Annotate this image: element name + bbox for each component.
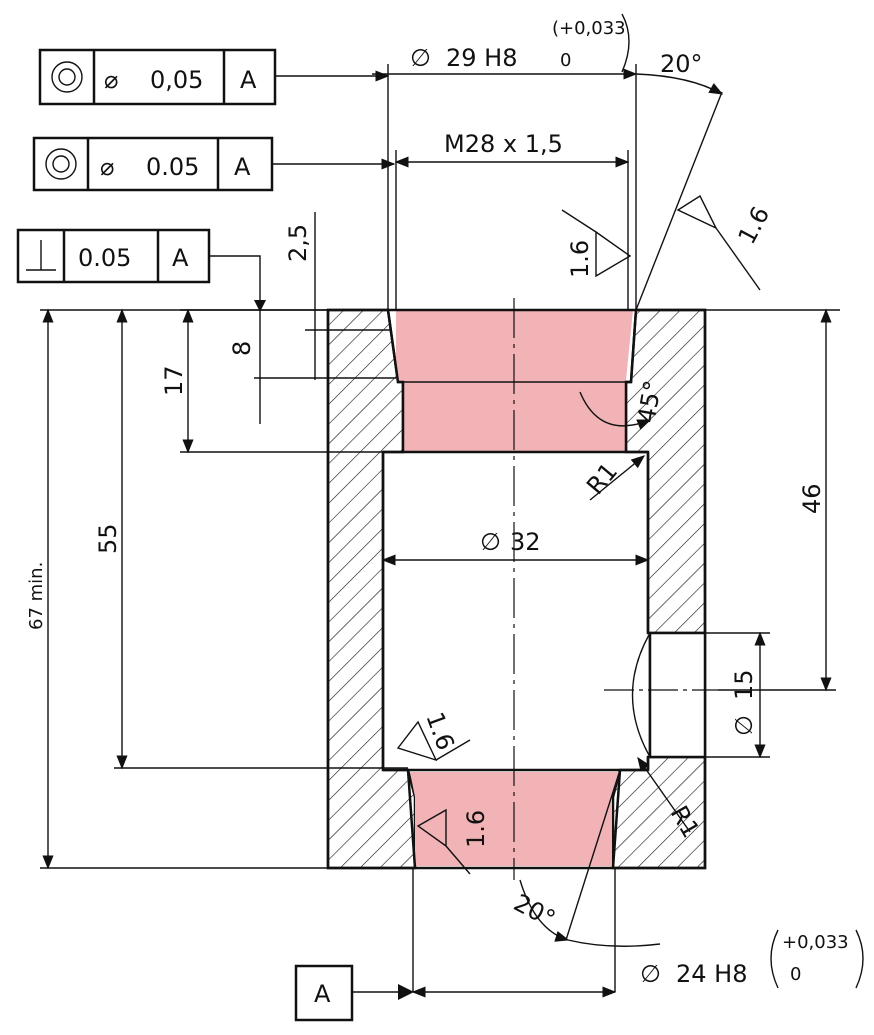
finish-value: 1.6 — [733, 202, 776, 249]
datum-label: A — [314, 980, 331, 1008]
part-section — [326, 298, 718, 880]
cross-hole — [648, 631, 707, 759]
finish-value: 1.6 — [462, 810, 490, 848]
tol-upper: (+0,033 — [552, 18, 626, 39]
dim-value: 67 min. — [26, 562, 47, 630]
dim-bore-mid: ∅ 32 — [381, 528, 650, 566]
dim-46: 46 — [705, 308, 840, 692]
tolerance-frame-3: 0.05 A — [16, 228, 266, 312]
datum-ref: A — [240, 66, 257, 94]
part-outline — [326, 308, 707, 870]
concentricity-icon — [51, 61, 83, 93]
concentricity-icon — [45, 148, 77, 180]
dim-2-5: 2,5 — [284, 212, 392, 380]
surface-finish-bore-edge: 1.6 — [396, 708, 471, 762]
dim-bore-bottom: ∅ 24 H8 +0,033 0 — [411, 868, 864, 998]
dim-67: 67 min. — [26, 308, 328, 870]
surface-finish-top-right: 1.6 — [676, 194, 776, 291]
diameter-symbol: ∅ — [410, 44, 431, 72]
datum-ref: A — [172, 244, 189, 272]
dim-8: 8 — [228, 310, 396, 424]
dim-thread: M28 x 1,5 — [394, 130, 630, 310]
dim-value: 55 — [94, 523, 122, 554]
angle-bottom-value: 20° — [509, 889, 560, 934]
dim-value: 46 — [798, 483, 826, 514]
thread-value: M28 x 1,5 — [444, 130, 563, 158]
surface-finish-thread: 1.6 — [561, 209, 632, 278]
datum-ref: A — [234, 153, 251, 181]
tolerance-frame-1: ⌀ 0,05 A — [38, 48, 390, 106]
bore-top-value: 29 H8 — [446, 44, 517, 72]
dim-bore-top: ∅ 29 H8 (+0,033 0 — [372, 13, 638, 310]
dim-value: 8 — [228, 341, 256, 356]
diameter-symbol: ⌀ — [100, 153, 114, 181]
bore-mid-value: 32 — [510, 528, 541, 556]
diameter-symbol: ∅ — [730, 715, 758, 736]
tolerance-value: 0.05 — [146, 153, 199, 181]
dim-radius-top: R1 — [581, 455, 646, 501]
dim-55: 55 — [94, 308, 408, 770]
finish-value: 1.6 — [420, 708, 459, 753]
bore-bottom-value: 24 H8 — [676, 960, 747, 988]
diameter-symbol: ∅ — [480, 528, 501, 556]
dim-value: 2,5 — [284, 224, 312, 262]
surface-finish-bottom-cone: 1.6 — [416, 808, 490, 875]
bottom-cone-highlight — [410, 772, 620, 866]
datum-a: A — [294, 964, 414, 1022]
tolerance-value: 0.05 — [78, 244, 131, 272]
perpendicularity-icon — [26, 240, 56, 271]
tol-upper: +0,033 — [782, 932, 849, 953]
tolerance-frame-2: ⌀ 0.05 A — [32, 136, 396, 192]
finish-value: 1.6 — [566, 240, 594, 278]
tol-lower: 0 — [560, 50, 571, 71]
tol-lower: 0 — [790, 964, 801, 985]
diameter-symbol: ⌀ — [104, 66, 118, 94]
tolerance-value: 0,05 — [150, 66, 203, 94]
dim-cross-hole: ∅ 15 — [705, 631, 770, 759]
dim-value: 17 — [160, 365, 188, 396]
diameter-symbol: ∅ — [640, 960, 661, 988]
dim-angle-top: 20° — [635, 50, 724, 311]
radius-value: R1 — [581, 457, 623, 499]
cross-hole-value: 15 — [730, 669, 758, 700]
angle-top-value: 20° — [660, 50, 703, 78]
